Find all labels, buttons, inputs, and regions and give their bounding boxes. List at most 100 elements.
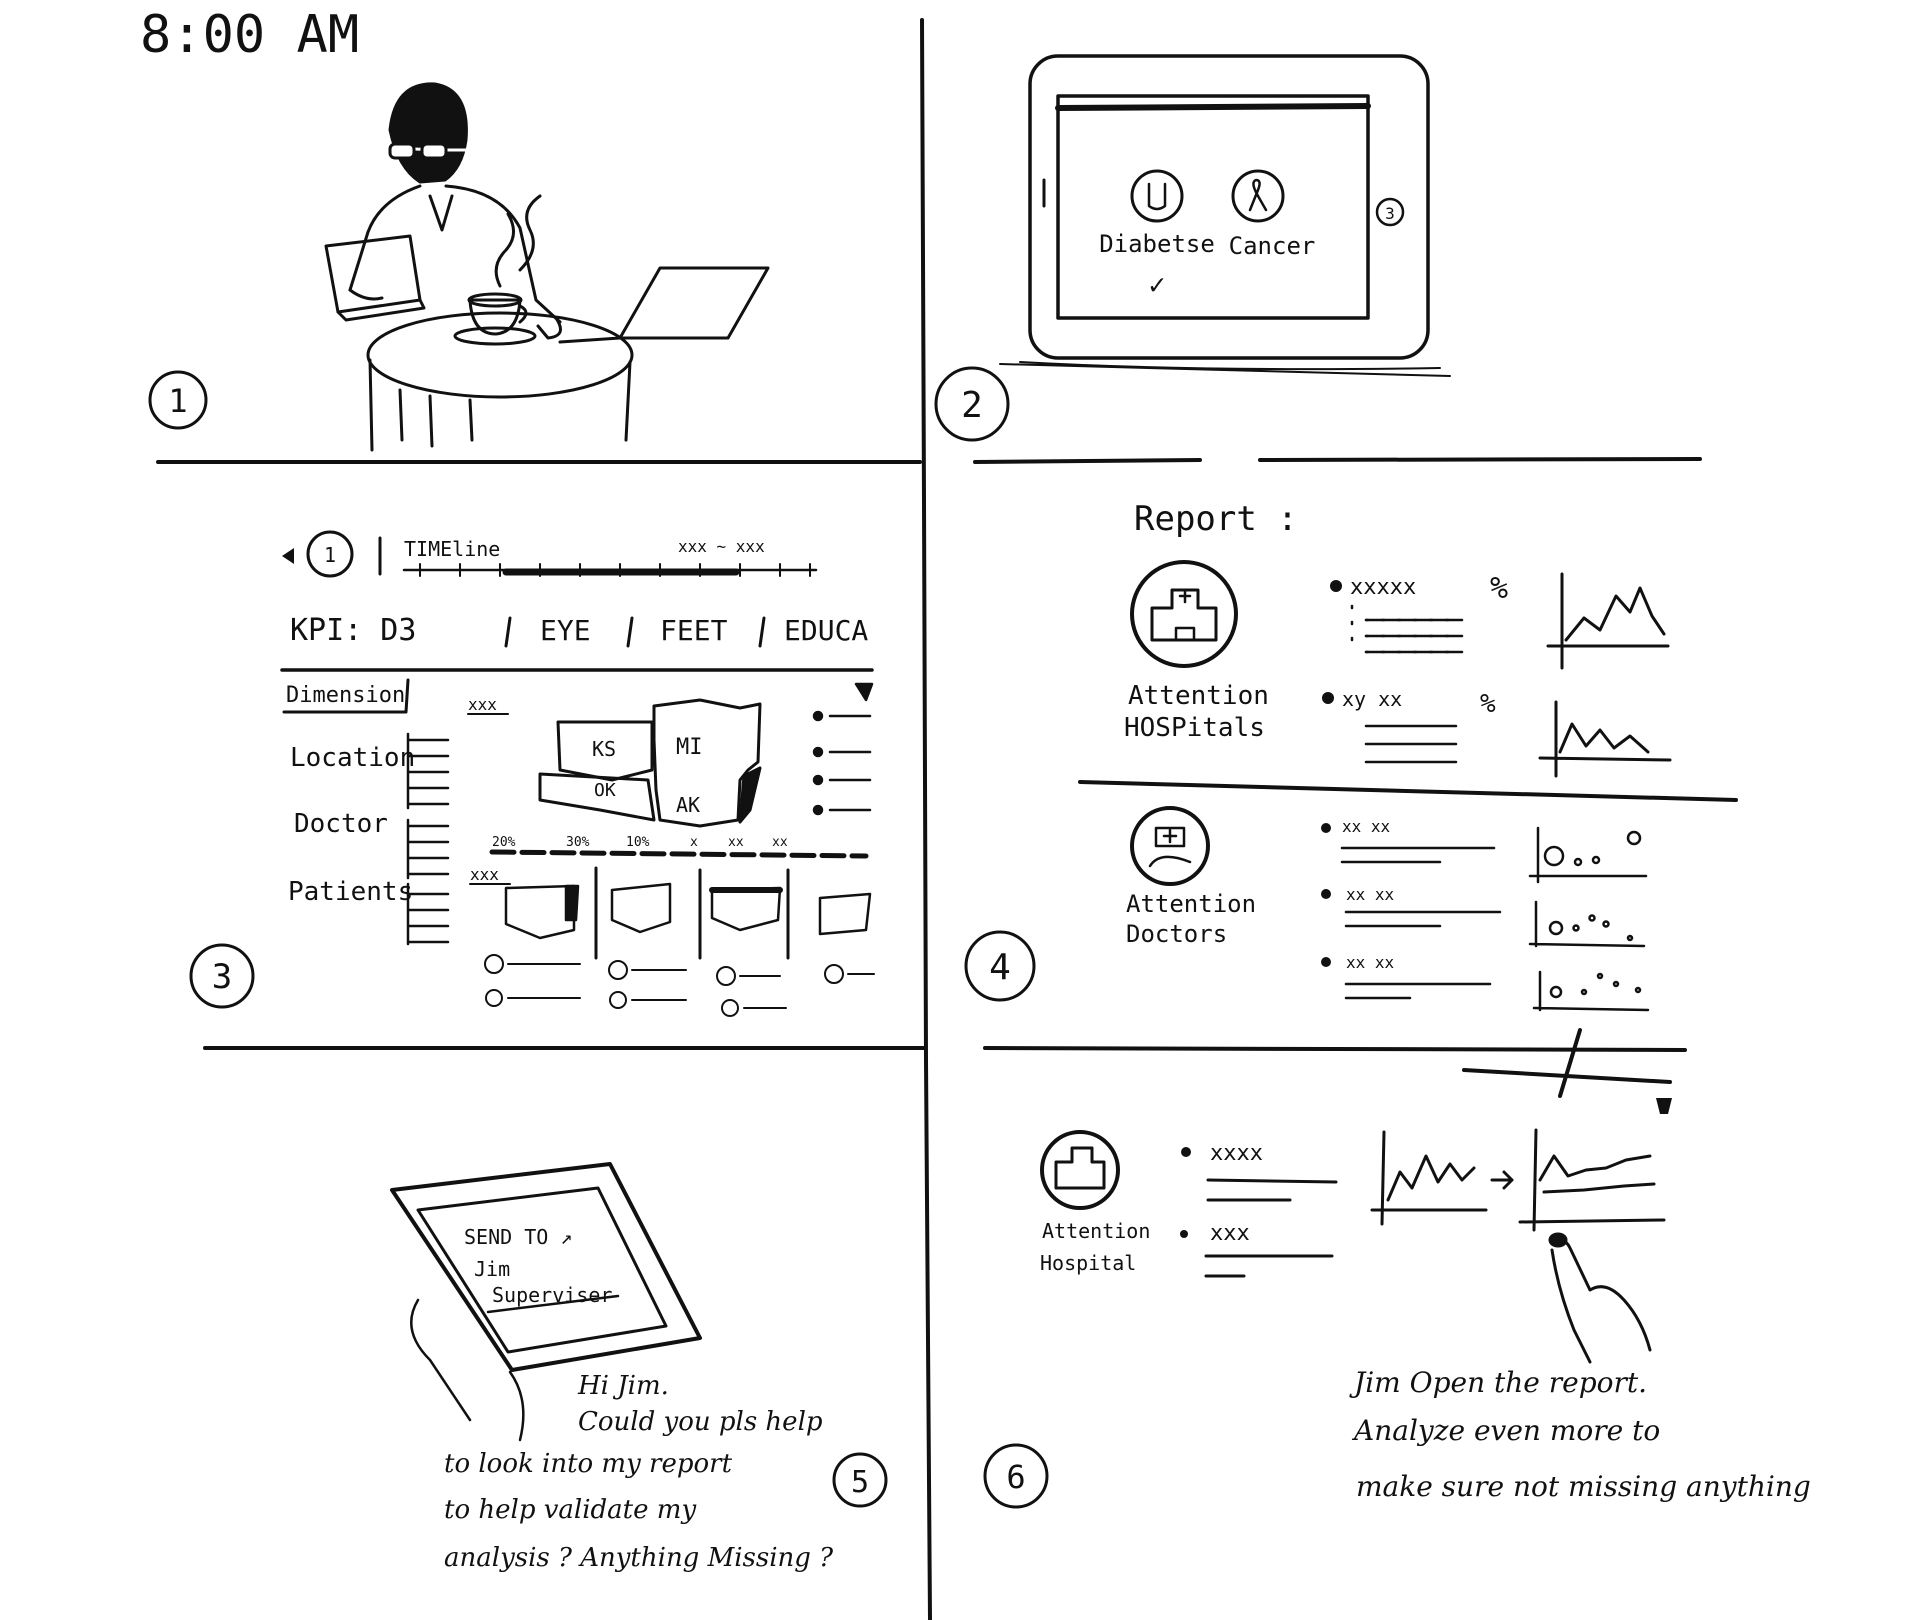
lower-header: xxx (470, 865, 499, 884)
dimension-location-label: Location (290, 743, 415, 773)
kpi-tab-eye[interactable]: EYE (540, 614, 591, 647)
hospital-percent-2: % (1480, 689, 1496, 719)
message-line-4: to help validate my (444, 1495, 696, 1525)
dimension-patients[interactable]: Patients (288, 877, 448, 944)
panel-number-1-text: 1 (168, 382, 187, 420)
caption-line-2: Analyze even more to (1351, 1414, 1660, 1447)
hospital-metric-2: xy xx (1342, 687, 1402, 711)
kpi-tab-feet[interactable]: FEET (660, 614, 728, 647)
doctor-scatter-chart-1 (1530, 828, 1646, 882)
percent-label-2: 30% (566, 835, 590, 850)
panel-4-report: Report : Attention HOSPitals xxxxx % xy … (1080, 499, 1736, 1010)
panel-number-3: 3 (191, 945, 253, 1007)
panel-number-3-text: 3 (212, 957, 232, 997)
summary-label-1: Attention (1042, 1219, 1150, 1243)
percent-label-4: x (690, 835, 698, 850)
state-mi: MI (676, 735, 703, 760)
hospitals-label-1: Attention (1128, 681, 1269, 711)
trend-chart-before (1372, 1132, 1486, 1224)
hospital-trend-chart-2 (1540, 702, 1670, 776)
hospital-summary[interactable]: Attention Hospital xxxx xxx (1040, 1132, 1336, 1276)
us-map[interactable] (540, 700, 760, 826)
message-line-1: Hi Jim. (577, 1371, 669, 1401)
panel-number-4: 4 (966, 932, 1034, 1000)
table-top (368, 313, 632, 397)
diabetes-icon (1132, 171, 1182, 221)
kpi-label: KPI: D3 (290, 613, 416, 648)
doctor-metric-1: xx xx (1342, 817, 1391, 836)
dimension-doctor[interactable]: Doctor (294, 809, 448, 878)
state-ok: OK (594, 780, 616, 801)
kpi-tab-educa[interactable]: EDUCA (784, 614, 868, 647)
message-line-3: to look into my report (444, 1449, 733, 1479)
back-arrow-icon[interactable] (282, 548, 294, 564)
cancer-option[interactable]: Cancer (1229, 171, 1316, 260)
hospital-row[interactable]: Attention HOSPitals xxxxx % xy xx % (1124, 562, 1670, 776)
hospital-icon-small (1042, 1132, 1118, 1208)
summary-label-2: Hospital (1040, 1251, 1136, 1275)
panel-6-corner-icon (1656, 1098, 1672, 1114)
caption-line-3: make sure not missing anything (1356, 1470, 1811, 1503)
hospital-metric-1: xxxxx (1350, 575, 1416, 600)
doctor-row[interactable]: Attention Doctors xx xx xx xx xx xx (1126, 808, 1648, 1010)
message-line-2: Could you pls help (578, 1407, 823, 1437)
mini-maps-row (506, 868, 870, 958)
timeline-range: xxx ~ xxx (678, 537, 765, 556)
laptop-icon (620, 268, 768, 338)
panel-1-illustration (326, 84, 768, 450)
time-label: 8:00 AM (140, 5, 359, 65)
percent-label-5: xx (728, 835, 744, 850)
panel-number-5-text: 5 (851, 1465, 869, 1500)
panel-6-analyze: Attention Hospital xxxx xxx Jim Open the… (1040, 1030, 1811, 1503)
dimension-doctor-label: Doctor (294, 809, 388, 839)
hospital-trend-chart-1 (1548, 574, 1668, 668)
timeline-slider[interactable] (404, 564, 816, 576)
panel-number-2-text: 2 (961, 385, 983, 426)
trend-chart-after[interactable] (1520, 1130, 1664, 1230)
doctor-metric-2: xx xx (1346, 885, 1395, 904)
panel-number-1: 1 (150, 372, 206, 428)
man-head (390, 84, 466, 182)
map-header: xxx (468, 695, 497, 714)
dimension-patients-label: Patients (288, 877, 413, 907)
hospital-icon (1132, 562, 1236, 666)
panel-number-6: 6 (985, 1445, 1047, 1507)
report-title: Report : (1134, 499, 1298, 539)
map-legend (814, 684, 872, 814)
hospital-percent-1: % (1490, 571, 1508, 606)
panel-2-tablet (1000, 56, 1450, 376)
state-ak: AK (676, 793, 700, 817)
doctor-scatter-chart-3 (1534, 972, 1648, 1010)
panel-number-5: 5 (834, 1454, 886, 1506)
dimension-label: Dimension (286, 683, 405, 708)
panel-number-4-text: 4 (989, 947, 1011, 988)
diabetes-label: Diabetse (1099, 230, 1215, 258)
state-ks: KS (592, 737, 616, 761)
percent-label-1: 20% (492, 835, 516, 850)
next-marker-text: 3 (1385, 204, 1395, 223)
doctor-metric-3: xx xx (1346, 953, 1395, 972)
percent-label-6: xx (772, 835, 788, 850)
diabetes-option[interactable]: Diabetse ✓ (1099, 171, 1215, 301)
panel-number-2: 2 (936, 368, 1008, 440)
book-icon (326, 236, 420, 312)
send-to-label[interactable]: SEND TO ↗ (464, 1225, 572, 1249)
hospitals-label-2: HOSPitals (1124, 713, 1265, 743)
mini-maps-legend (485, 955, 874, 1016)
doctors-label-2: Doctors (1126, 920, 1227, 948)
next-marker[interactable]: 3 (1377, 199, 1403, 225)
diabetes-badge-text: 1 (324, 543, 336, 567)
summary-metric-2: xxx (1210, 1221, 1250, 1246)
message-line-5: analysis ? Anything Missing ? (444, 1543, 834, 1573)
panel-5-send: SEND TO ↗ Jim Superviser Hi Jim. Could y… (392, 1164, 834, 1573)
doctor-scatter-chart-2 (1530, 902, 1644, 946)
recipient-name[interactable]: Jim (474, 1257, 510, 1281)
caption-line-1: Jim Open the report. (1349, 1366, 1647, 1399)
panel-3-dashboard: 1 TIMEline xxx ~ xxx KPI: D3 EYE FEET ED… (282, 532, 874, 1016)
diabetes-checkmark: ✓ (1149, 268, 1166, 301)
timeline-label: TIMEline (404, 537, 500, 561)
summary-metric-1: xxxx (1210, 1141, 1263, 1166)
dimension-location[interactable]: Location (290, 734, 448, 808)
percent-labels: 20% 30% 10% x xx xx (492, 835, 788, 850)
